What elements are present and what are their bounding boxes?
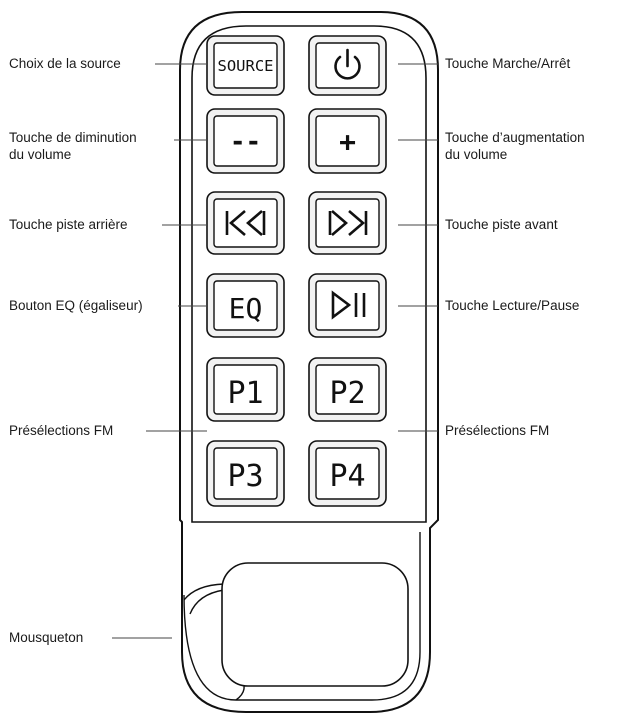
button-eq[interactable] <box>206 273 285 338</box>
button-track-back[interactable] <box>206 191 285 255</box>
button-source[interactable] <box>206 35 285 96</box>
label-volume-up-line1: Touche d’augmentation <box>445 130 585 145</box>
eq-button-label: EQ <box>229 292 263 325</box>
label-source: Choix de la source <box>9 56 121 71</box>
button-volume-up[interactable] <box>308 108 387 174</box>
label-presets-right: Présélections FM <box>445 423 550 438</box>
button-p2[interactable] <box>308 357 387 422</box>
skip-forward-icon <box>328 210 368 236</box>
button-p1[interactable] <box>206 357 285 422</box>
play-pause-icon <box>331 290 366 320</box>
label-volume-down: Touche de diminution du volume <box>9 129 137 163</box>
label-track-forward: Touche piste avant <box>445 217 558 232</box>
minus-button-label: -- <box>230 127 261 157</box>
power-icon <box>334 48 361 80</box>
button-p4[interactable] <box>308 440 387 507</box>
label-eq: Bouton EQ (égaliseur) <box>9 298 143 313</box>
leader-lines <box>112 63 438 639</box>
plus-button-label: + <box>339 125 356 158</box>
label-carabiner: Mousqueton <box>9 630 84 645</box>
p3-button-label: P3 <box>227 459 263 494</box>
p1-button-label: P1 <box>227 376 263 411</box>
label-volume-down-line2: du volume <box>9 147 72 162</box>
label-track-back: Touche piste arrière <box>9 217 128 232</box>
carabiner-window <box>221 562 409 687</box>
label-play-pause: Touche Lecture/Pause <box>445 298 580 313</box>
carabiner-line <box>183 583 225 601</box>
p2-button-label: P2 <box>329 376 365 411</box>
button-p3[interactable] <box>206 440 285 507</box>
source-button-label: SOURCE <box>218 57 274 75</box>
skip-back-icon <box>225 210 266 236</box>
label-presets-left: Présélections FM <box>9 423 114 438</box>
label-volume-up-line2: du volume <box>445 147 508 162</box>
button-volume-down[interactable] <box>206 108 285 174</box>
label-volume-up: Touche d’augmentation du volume <box>445 129 585 163</box>
carabiner-line <box>189 589 225 615</box>
p4-button-label: P4 <box>329 459 365 494</box>
label-volume-down-line1: Touche de diminution <box>9 130 137 145</box>
label-power: Touche Marche/Arrêt <box>445 56 571 71</box>
